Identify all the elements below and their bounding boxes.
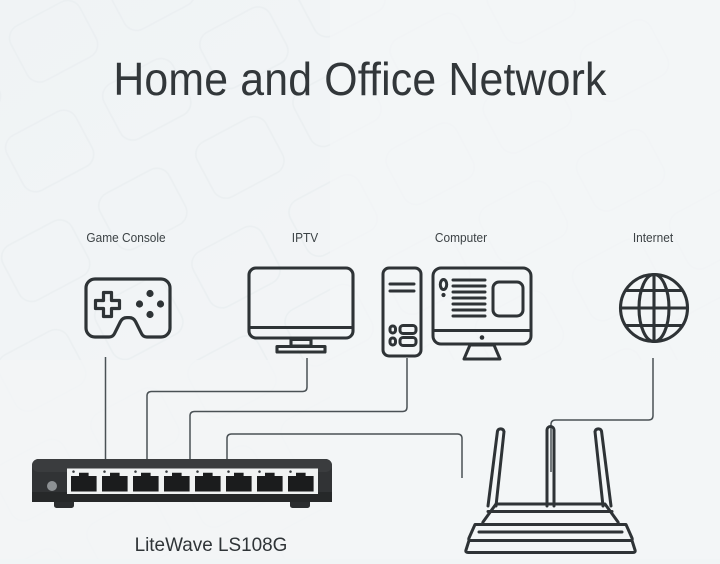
device-label-computer: Computer xyxy=(434,231,488,245)
television-icon xyxy=(247,266,355,359)
port-led xyxy=(72,470,292,473)
gamepad-icon xyxy=(84,277,172,344)
computer-monitor-shape xyxy=(431,266,533,361)
device-label-game-console: Game Console xyxy=(86,231,166,245)
router-antenna xyxy=(486,425,613,508)
link-internet-to-router xyxy=(550,358,654,472)
globe-icon xyxy=(618,272,690,349)
device-label-internet: Internet xyxy=(632,231,674,245)
switch-status-led xyxy=(47,481,57,491)
link-iptv-to-switch xyxy=(146,358,308,463)
switch-port-strip xyxy=(67,468,318,494)
desktop-computer-icon xyxy=(381,262,533,369)
ethernet-switch-icon xyxy=(32,459,332,516)
link-computer-to-switch xyxy=(189,358,408,463)
page-title: Home and Office Network xyxy=(113,53,607,105)
router-body xyxy=(464,502,637,554)
link-router-to-switch xyxy=(226,433,463,478)
switch-model-label: LiteWave LS108G xyxy=(134,534,288,556)
device-label-iptv: IPTV xyxy=(291,231,319,245)
wireless-router-icon xyxy=(455,424,645,564)
computer-tower-shape xyxy=(381,266,423,358)
rj45-port xyxy=(71,472,314,492)
